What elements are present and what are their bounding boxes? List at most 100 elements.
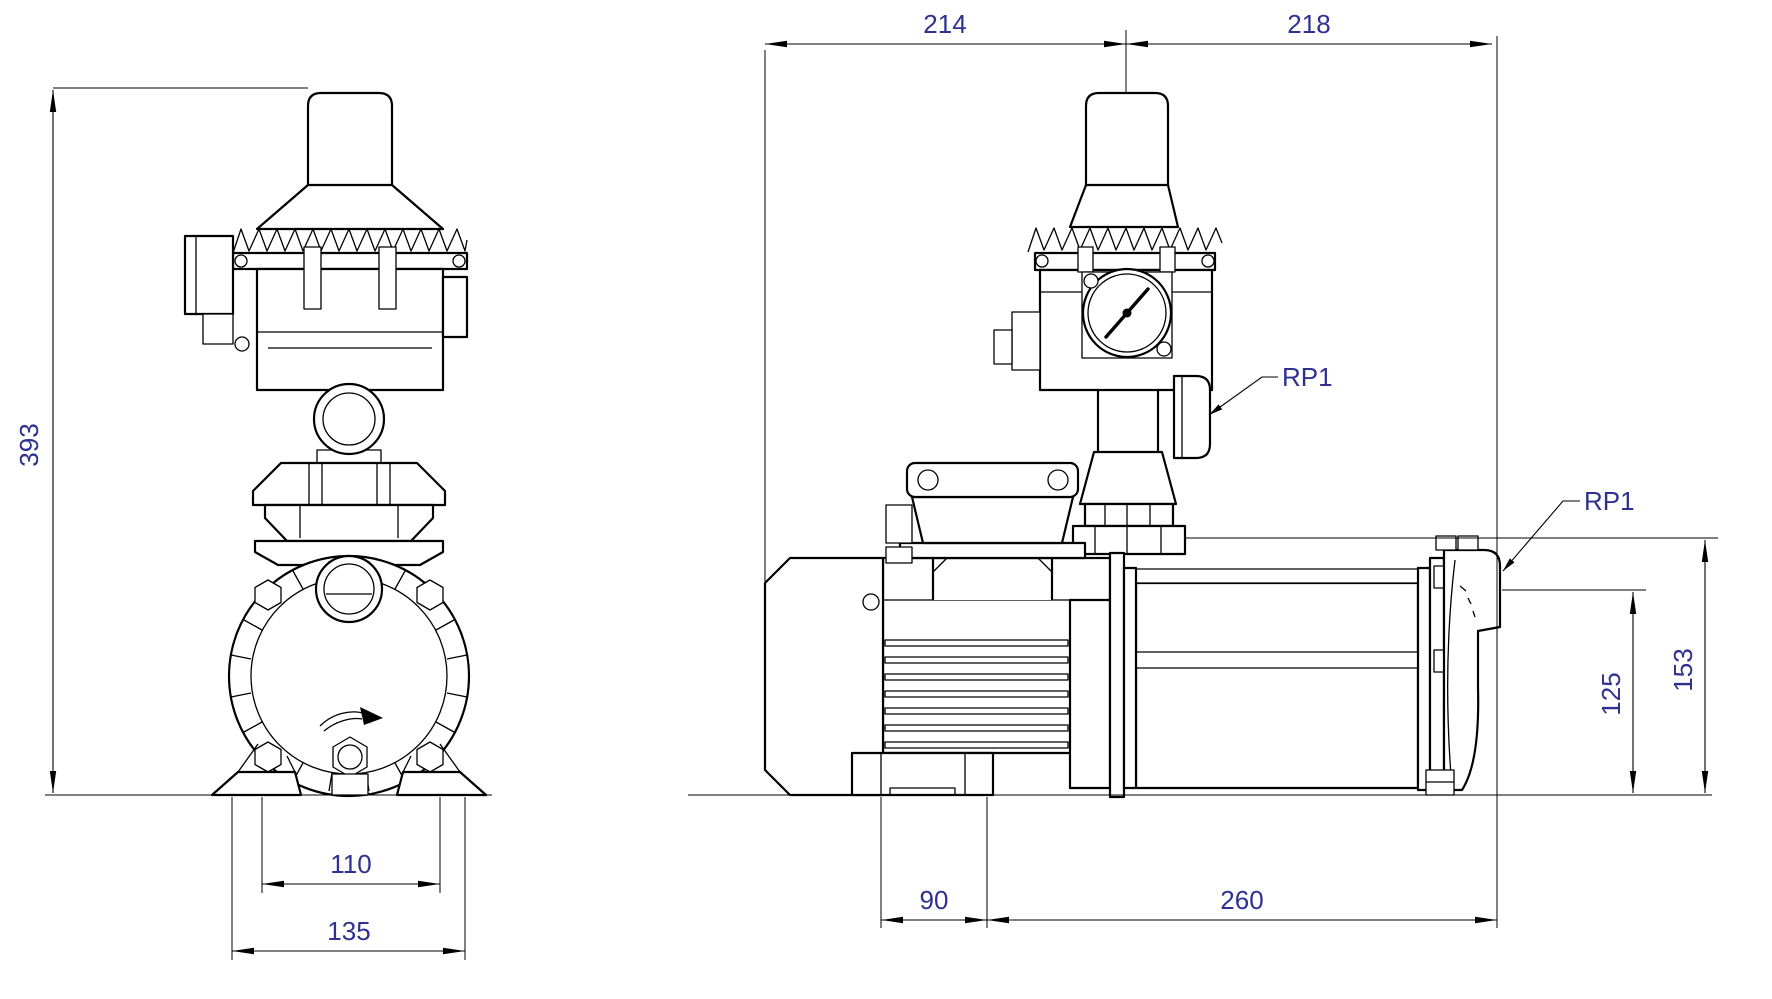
head-bolt-1 — [1435, 535, 1457, 551]
tie-rod-top — [1123, 568, 1435, 584]
union-ring-bore — [322, 392, 376, 446]
clamp-bolt — [416, 579, 444, 611]
multistage-pump — [1108, 535, 1502, 799]
terminal-box-lid — [905, 461, 1080, 499]
rp1-leader-1 — [1208, 376, 1278, 416]
controller-left-port — [1011, 311, 1041, 371]
gauge-screw-1 — [1083, 273, 1099, 289]
controller-flange-front — [231, 251, 469, 271]
union-nut-lower-side — [1071, 524, 1187, 556]
dimension-260-label: 260 — [1220, 885, 1263, 915]
motor — [763, 461, 1112, 797]
controller-side-block — [441, 275, 469, 339]
controller-flange-side — [1033, 251, 1217, 272]
controller-left-port-cap — [993, 329, 1013, 365]
flange-tab-right-side — [1201, 254, 1215, 268]
adapter-nut-upper — [251, 461, 447, 507]
dimension-foot-to-end: 260 — [987, 885, 1497, 924]
body-bolt-left — [303, 246, 322, 310]
gland-tab-circle — [234, 336, 250, 352]
dimension-motor-foot: 90 — [880, 797, 988, 928]
pressure-gauge — [1081, 267, 1173, 359]
controller-fins-front — [232, 228, 468, 254]
gauge-hub — [1122, 308, 1132, 318]
dimension-foot-spacing: 110 — [261, 797, 441, 893]
clamp-bolt — [416, 741, 444, 773]
adapter-nut-lower — [263, 503, 435, 543]
motor-terminal-box — [885, 461, 1087, 600]
motor-foot — [850, 751, 995, 797]
body-bolt-side-2 — [1159, 246, 1176, 273]
union-ring — [312, 382, 386, 456]
controller-outlet-port — [1172, 374, 1212, 460]
motor-fins — [884, 639, 1069, 749]
terminal-box-vent2 — [885, 546, 913, 564]
end-plate — [1428, 556, 1446, 792]
inlet-flange — [253, 539, 445, 567]
controller-fins-side — [1027, 227, 1223, 253]
controller-cap-front — [306, 91, 394, 189]
pipework-front — [251, 382, 447, 567]
flange-tab-left-side — [1035, 254, 1049, 268]
terminal-lid-screw-left — [917, 469, 939, 491]
pump-inlet-union — [314, 554, 384, 624]
head-bolt-2 — [1457, 535, 1479, 551]
drain-plug-bore — [337, 744, 363, 770]
cable-gland-step — [202, 313, 234, 345]
terminal-box-vent — [885, 504, 913, 544]
motor-rear-bell — [1068, 598, 1112, 790]
tie-rod-bottom — [1123, 651, 1435, 669]
gauge-screw-2 — [1156, 341, 1172, 357]
pressure-controller-side — [993, 91, 1223, 556]
rp1-label-2: RP1 — [1584, 486, 1635, 516]
rp1-label-1: RP1 — [1282, 362, 1333, 392]
rp1-callout-1: RP1 — [1208, 362, 1333, 416]
dimension-pump-height: 153 — [1185, 537, 1718, 793]
clamp-bolt — [254, 741, 282, 773]
pump-stage-housing — [1134, 581, 1420, 790]
rotation-direction-arrow — [319, 707, 383, 732]
dimension-axis-to-front: 214 — [764, 9, 1127, 583]
dimension-393-label: 393 — [14, 423, 44, 466]
rp1-leader-2 — [1502, 500, 1580, 572]
pressure-switch-body-front — [255, 267, 445, 392]
dimension-base-width: 135 — [231, 797, 466, 960]
dimension-discharge-height: 125 — [1502, 589, 1646, 793]
flange-tab-right — [452, 254, 466, 268]
side-view: 214 218 90 260 125 153 RP1 — [688, 9, 1718, 928]
front-view: 393 110 135 — [14, 87, 492, 960]
flange-tab-left — [234, 254, 248, 268]
body-bolt-side-1 — [1077, 246, 1094, 273]
pressure-controller-front — [183, 91, 469, 392]
pump-casing-front — [210, 554, 488, 798]
fan-cover-screw-top — [862, 593, 880, 611]
suction-flange — [1108, 551, 1126, 799]
dimension-90-label: 90 — [920, 885, 949, 915]
rp1-callout-2: RP1 — [1502, 486, 1635, 572]
dimension-125-label: 125 — [1596, 672, 1626, 715]
body-bolt-right — [378, 246, 397, 310]
discharge-flange — [1416, 566, 1432, 792]
dimension-153-label: 153 — [1668, 648, 1698, 691]
controller-flare-front — [255, 183, 445, 231]
controller-cap-side — [1084, 91, 1170, 189]
terminal-lid-screw-right — [1047, 469, 1069, 491]
controller-neck-flare — [1078, 450, 1178, 506]
drain-bracket — [331, 773, 369, 796]
pump-inlet-bore — [323, 563, 375, 615]
dimension-overall-height: 393 — [14, 87, 308, 793]
head-machining-marks — [1459, 585, 1476, 618]
discharge-head — [1425, 535, 1502, 796]
dimension-110-label: 110 — [330, 849, 371, 879]
union-nut-upper-side — [1083, 502, 1175, 528]
cable-gland-box — [183, 234, 235, 316]
clamp-bolt — [254, 579, 282, 611]
suction-flange-2 — [1122, 566, 1138, 790]
dimension-135-label: 135 — [327, 916, 370, 946]
dimension-214-label: 214 — [923, 9, 966, 39]
terminal-box-collar — [898, 541, 1087, 560]
controller-flare-side — [1068, 183, 1180, 229]
terminal-box-body — [910, 495, 1075, 545]
